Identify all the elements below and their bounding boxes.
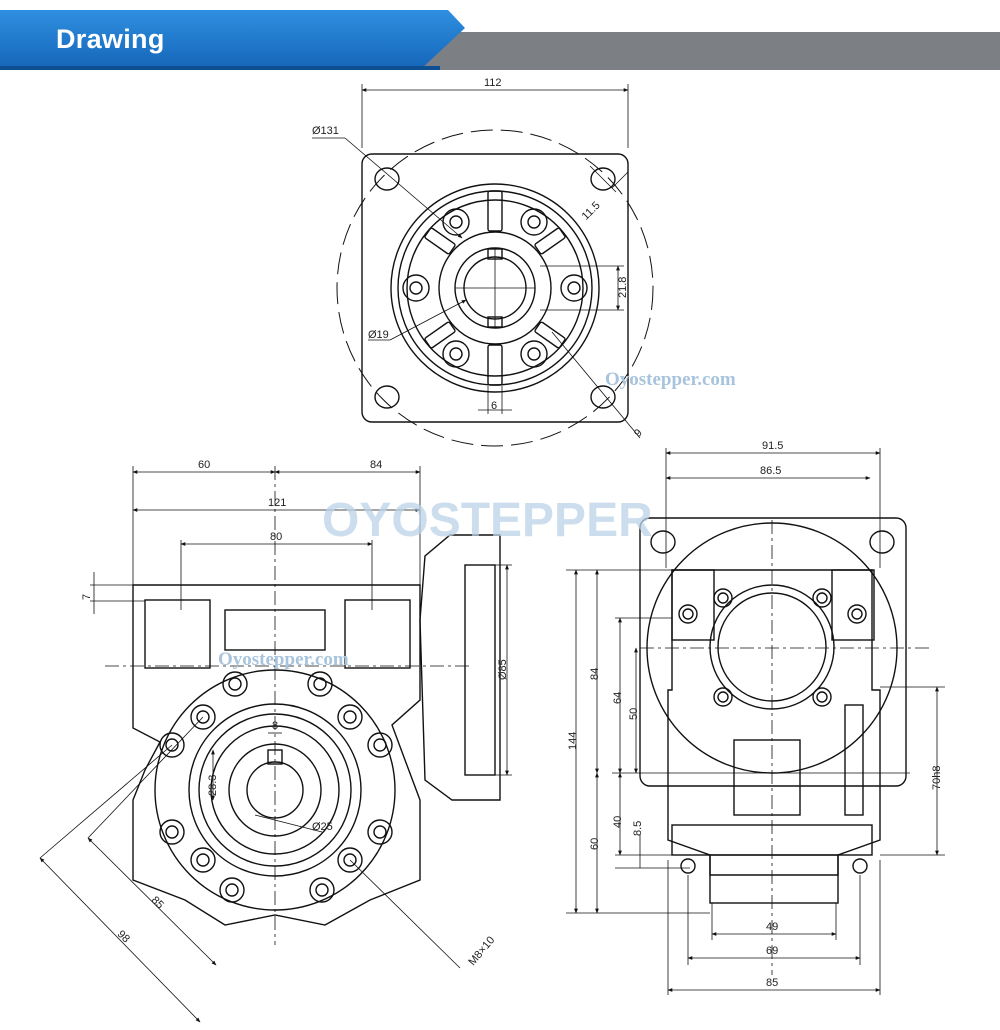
dim-98-diag: 98 <box>115 928 132 945</box>
dim-91-5: 91.5 <box>762 440 783 452</box>
flange-ring-outer <box>390 183 600 393</box>
dim-7: 7 <box>81 594 93 600</box>
shaft-side <box>844 704 864 816</box>
mount-hole-bl <box>374 385 400 409</box>
dim-85-diag: 85 <box>149 894 166 911</box>
dim-dia-131: Ø131 <box>312 125 339 137</box>
side-view <box>39 466 512 1023</box>
top-view <box>312 84 654 447</box>
dim-85-front: 85 <box>766 977 778 989</box>
dim-86-5: 86.5 <box>760 465 781 477</box>
input-flange-side <box>419 534 501 801</box>
page-title: Drawing <box>56 24 165 54</box>
dim-60-top: 60 <box>198 459 210 471</box>
rear-hole-tr <box>869 530 895 554</box>
body-block-left <box>144 599 211 669</box>
bolt-bosses <box>402 208 588 368</box>
rear-flange-plate <box>639 517 907 787</box>
mount-hole-br <box>590 385 616 409</box>
body-block-right <box>344 599 411 669</box>
dim-60-front: 60 <box>589 838 601 850</box>
front-view-labels: 91.5 86.5 144 84 64 50 40 8.5 60 70h8 49… <box>567 440 943 989</box>
dim-dia-25: Ø25 <box>312 821 333 833</box>
dim-50: 50 <box>628 708 640 720</box>
dim-8: 8 <box>272 720 278 732</box>
dim-9: 9 <box>632 427 645 440</box>
dim-40: 40 <box>612 816 624 828</box>
housing-bolts <box>678 588 867 707</box>
section-header-banner: Drawing <box>0 0 1000 72</box>
dim-8-5: 8.5 <box>632 821 644 836</box>
dim-11-5: 11.5 <box>580 200 603 223</box>
dim-28-3: 28.3 <box>207 775 219 796</box>
dim-121: 121 <box>268 497 286 509</box>
dim-m8x10: M8×10 <box>466 934 497 968</box>
dim-6: 6 <box>491 400 497 412</box>
dim-64: 64 <box>612 692 624 704</box>
ribs <box>424 190 566 386</box>
housing-boss-left <box>671 569 715 641</box>
header-blue-tab <box>0 10 465 70</box>
foot-hole-left <box>680 858 696 874</box>
input-flange-face <box>464 564 496 776</box>
mount-hole-tl <box>374 167 400 191</box>
dim-80: 80 <box>270 531 282 543</box>
housing-window <box>733 739 801 816</box>
mount-hole-tr <box>590 167 616 191</box>
flange-ring-3 <box>406 199 584 377</box>
gearbox-body <box>132 584 421 926</box>
watermark-logo: OYOSTEPPER <box>322 494 653 547</box>
pcd-circle <box>336 129 654 447</box>
flange-plate <box>361 153 629 423</box>
dim-dia-19: Ø19 <box>368 329 389 341</box>
watermark-site-2: Oyostepper.com <box>218 649 349 670</box>
base-foot <box>709 854 839 904</box>
front-view <box>566 448 945 995</box>
dim-70h8: 70h8 <box>931 766 943 790</box>
header-gray-bar <box>420 32 1000 70</box>
dim-69: 69 <box>766 945 778 957</box>
hub-ring <box>438 231 552 345</box>
rear-hole-tl <box>650 530 676 554</box>
dim-21-8: 21.8 <box>617 277 629 298</box>
watermark-site-1: Oyostepper.com <box>605 369 736 390</box>
dim-112: 112 <box>484 77 502 89</box>
dim-84-front: 84 <box>589 668 601 680</box>
dim-144: 144 <box>567 732 579 750</box>
foot-hole-right <box>852 858 868 874</box>
header-stripe <box>0 66 440 70</box>
dim-dia-85: Ø85 <box>497 659 509 680</box>
dim-84-top: 84 <box>370 459 382 471</box>
housing-boss-right <box>831 569 875 641</box>
dim-49: 49 <box>766 921 778 933</box>
